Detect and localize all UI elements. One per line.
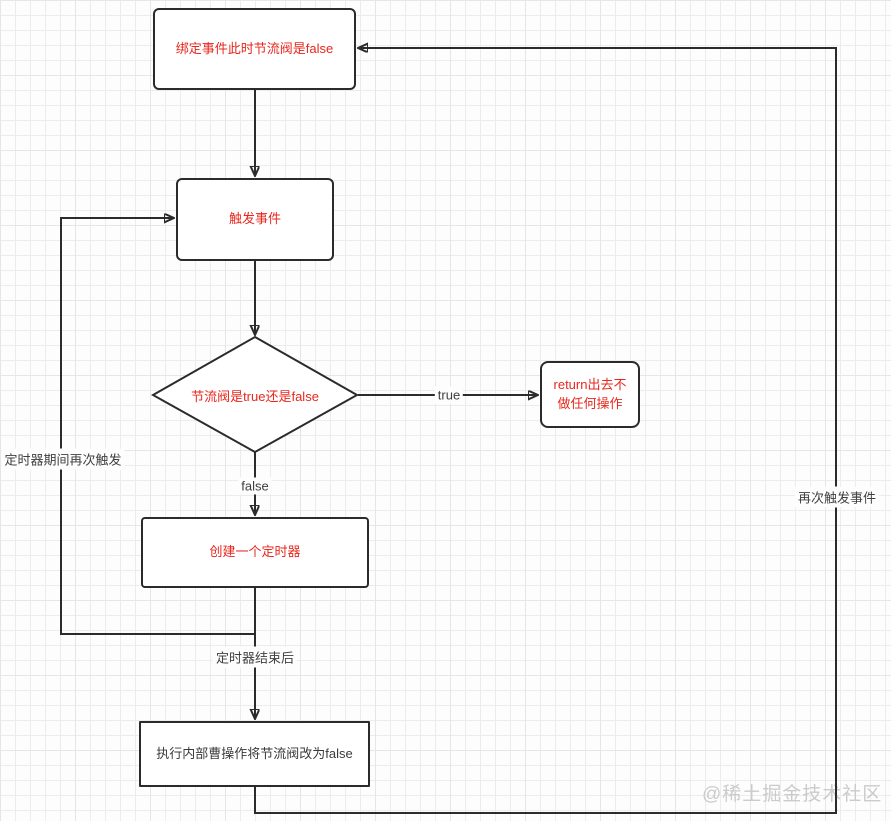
decision-diamond-label: 节流阀是true还是false	[191, 389, 319, 404]
edge-label-retrigger-event: 再次触发事件	[794, 486, 880, 508]
edge-loop-retrigger-event	[254, 48, 837, 814]
edge-loop-retrigger-during-timer	[60, 218, 255, 635]
node-execute-reset-throttle: 执行内部曹操作将节流阀改为false	[139, 721, 370, 787]
node-bind-event: 绑定事件此时节流阀是false	[153, 8, 356, 90]
node-trigger-event-label: 触发事件	[228, 211, 281, 227]
node-trigger-event: 触发事件	[176, 178, 334, 261]
node-execute-reset-throttle-label: 执行内部曹操作将节流阀改为false	[156, 745, 353, 761]
node-create-timer-label: 创建一个定时器	[209, 544, 301, 560]
edge-label-true: true	[434, 386, 464, 404]
edge-label-false: false	[238, 477, 272, 495]
edge-label-retrigger-during-timer: 定时器期间再次触发	[1, 448, 125, 470]
node-return-noop: return出去不 做任何操作	[540, 361, 640, 428]
edge-label-timer-end: 定时器结束后	[212, 646, 298, 668]
node-return-noop-label: return出去不 做任何操作	[553, 376, 627, 411]
node-bind-event-label: 绑定事件此时节流阀是false	[175, 40, 334, 56]
node-create-timer: 创建一个定时器	[141, 517, 369, 588]
